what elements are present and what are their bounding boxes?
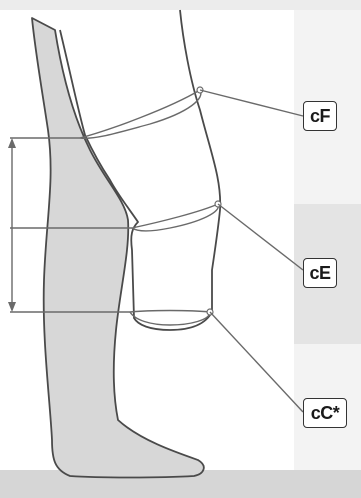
top-strip — [0, 0, 361, 10]
cE-leader-line — [217, 203, 304, 271]
dimension-arrow-head-up — [8, 138, 16, 148]
front-leg-shape — [59, 9, 222, 331]
circumference-cF-line — [79, 89, 202, 140]
label-cF: cF — [303, 101, 337, 131]
cC-leader-line — [209, 311, 304, 413]
label-cC: cC* — [303, 398, 347, 428]
cF-leader-line — [199, 89, 304, 117]
circumference-cC-line — [129, 309, 211, 326]
back-leg-shape — [31, 17, 205, 479]
circumference-cE-line — [131, 203, 220, 232]
label-cE: cE — [303, 258, 337, 288]
dimension-arrow-head-down — [8, 302, 16, 312]
